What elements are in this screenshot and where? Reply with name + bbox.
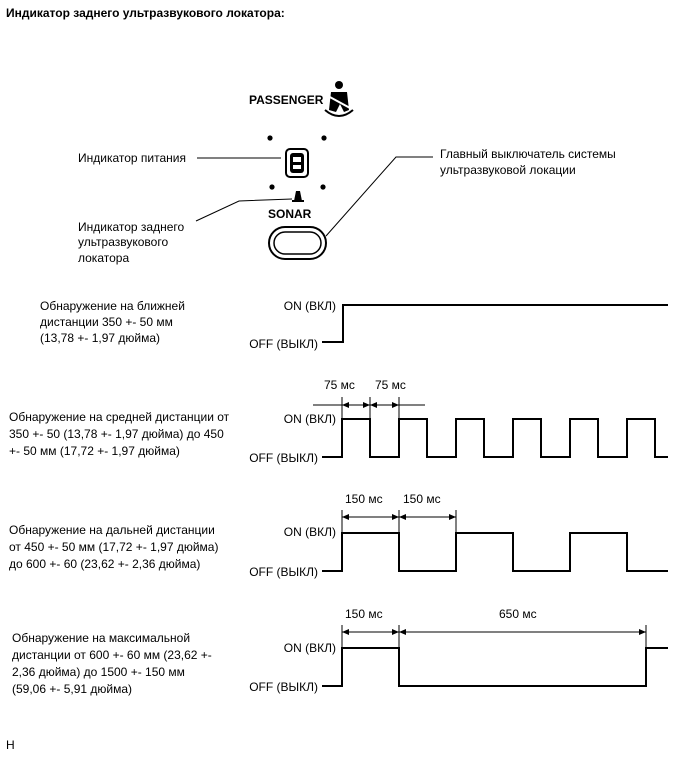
duration-label: 150 мс xyxy=(345,607,383,621)
timing-description-line: дистанции от 600 +- 60 мм (23,62 +- xyxy=(12,648,212,662)
panel-dot xyxy=(269,184,275,190)
passenger-label: PASSENGER xyxy=(249,93,324,107)
timing-description-line: Обнаружение на дальней дистанции xyxy=(9,523,215,537)
dimension-arrows xyxy=(342,629,646,635)
off-label: OFF (ВЫКЛ) xyxy=(249,451,318,465)
panel-dot xyxy=(267,135,273,141)
rear-indicator-label-line: локатора xyxy=(78,251,129,265)
timing-description-line: Обнаружение на максимальной xyxy=(12,631,190,645)
leader-line xyxy=(195,198,293,222)
timing-description-line: Обнаружение на средней дистанции от xyxy=(9,410,230,424)
off-label: OFF (ВЫКЛ) xyxy=(249,565,318,579)
signal-waveform xyxy=(322,532,668,572)
rear-sonar-indicator-icon xyxy=(292,191,304,202)
page-title: Индикатор заднего ультразвукового локато… xyxy=(6,6,285,20)
signal-waveform xyxy=(322,647,668,687)
timing-description-line: от 450 +- 50 мм (17,72 +- 1,97 дюйма) xyxy=(9,540,218,554)
duration-label: 650 мс xyxy=(499,607,537,621)
dimension-arrows xyxy=(342,514,456,520)
timing-description-line: (59,06 +- 5,91 дюйма) xyxy=(12,682,132,696)
on-label: ON (ВКЛ) xyxy=(284,299,336,313)
signal-waveform xyxy=(322,304,668,343)
timing-description-line: Обнаружение на ближней xyxy=(40,299,185,313)
power-indicator-icon xyxy=(285,148,309,178)
main-switch-label-line: Главный выключатель системы xyxy=(440,147,616,161)
timing-description-line: 2,36 дюйма) до 1500 +- 150 мм xyxy=(12,665,185,679)
power-indicator-label: Индикатор питания xyxy=(78,151,186,165)
timing-far: Обнаружение на дальней дистанции от 450 … xyxy=(9,492,668,579)
duration-label: 150 мс xyxy=(345,492,383,506)
duration-label: 75 мс xyxy=(324,378,355,392)
leader-line xyxy=(325,156,433,237)
sonar-panel: PASSENGER SONAR xyxy=(78,81,616,265)
duration-label: 75 мс xyxy=(375,378,406,392)
timing-description-line: 350 +- 50 (13,78 +- 1,97 дюйма) до 450 xyxy=(9,427,224,441)
timing-description-line: +- 50 мм (17,72 +- 1,97 дюйма) xyxy=(9,444,180,458)
sonar-label: SONAR xyxy=(268,207,312,221)
duration-label: 150 мс xyxy=(403,492,441,506)
on-label: ON (ВКЛ) xyxy=(284,525,336,539)
off-label: OFF (ВЫКЛ) xyxy=(249,680,318,694)
timing-description-line: до 600 +- 60 (23,62 +- 2,36 дюйма) xyxy=(9,557,200,571)
footer-code: H xyxy=(6,738,15,752)
dimension-arrows xyxy=(342,402,399,408)
signal-waveform xyxy=(322,418,668,458)
off-label: OFF (ВЫКЛ) xyxy=(249,337,318,351)
timing-maximum: Обнаружение на максимальной дистанции от… xyxy=(12,607,668,696)
seatbelt-icon xyxy=(324,81,354,117)
timing-near: Обнаружение на ближней дистанции 350 +- … xyxy=(40,299,668,351)
timing-description-line: дистанции 350 +- 50 мм xyxy=(40,315,173,329)
timing-medium: Обнаружение на средней дистанции от 350 … xyxy=(9,378,668,465)
on-label: ON (ВКЛ) xyxy=(284,641,336,655)
timing-description-line: (13,78 +- 1,97 дюйма) xyxy=(40,331,160,345)
panel-dot xyxy=(320,184,326,190)
panel-dot xyxy=(321,135,327,141)
on-label: ON (ВКЛ) xyxy=(284,412,336,426)
main-switch-label-line: ультразвуковой локации xyxy=(440,163,576,177)
rear-indicator-label-line: Индикатор заднего xyxy=(78,220,185,234)
rear-indicator-label-line: ультразвукового xyxy=(78,235,168,249)
